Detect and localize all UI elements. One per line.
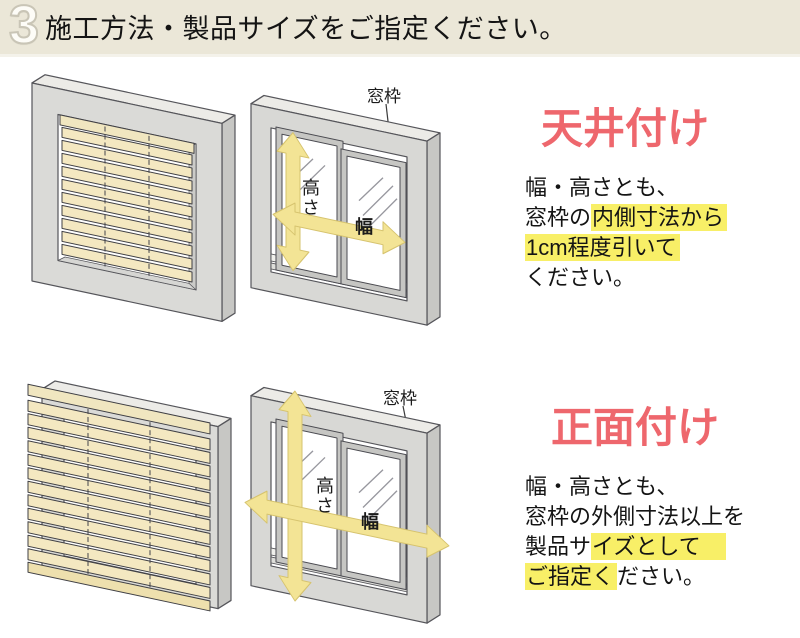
highlighted-text: 1cm程度引いて: [525, 234, 680, 261]
step-number: 3: [8, 0, 40, 55]
blind-slats: [61, 126, 193, 283]
plain-text: 幅・高さとも、: [525, 474, 679, 499]
height-label: 高さ: [300, 178, 320, 218]
frame-side-face: [221, 114, 236, 322]
blind-bottom-rail: [27, 561, 211, 612]
inside-measure-window-illustration: 窓枠 高さ 幅: [243, 72, 461, 328]
plain-text: ください。: [525, 265, 636, 290]
instruction-line: 幅・高さとも、: [525, 472, 800, 502]
instruction-line: 窓枠の内側寸法から: [525, 203, 800, 233]
outside-measure-window-drawing: [244, 386, 450, 624]
front-mount-blind-drawing: [27, 380, 232, 612]
instruction-line: 幅・高さとも、: [525, 173, 800, 203]
inside-mount-blind-drawing: [31, 74, 236, 322]
section-instructions: 幅・高さとも、窓枠の外側寸法以上を製品サイズとして ご指定ください。: [525, 472, 800, 592]
section-title: 天井付け: [541, 105, 710, 152]
frame-inner-sill: [57, 256, 197, 291]
plain-text: 幅・高さとも、: [525, 175, 679, 200]
blind-headrail: [59, 114, 195, 154]
blind-ladder-cords: [87, 408, 151, 589]
width-arrow-icon: [272, 202, 406, 255]
inside-measure-window-drawing: [250, 94, 441, 326]
height-arrow-icon: [276, 132, 310, 272]
height-label: 高さ: [314, 476, 334, 516]
highlighted-text: 内側寸法から: [591, 204, 728, 231]
frame-side-face: [426, 424, 441, 624]
blind-slats: [27, 399, 211, 599]
frame-side-face: [217, 417, 232, 610]
section-title: 正面付け: [551, 404, 720, 451]
window-frame-front: [250, 103, 428, 326]
width-arrow-icon: [244, 490, 450, 558]
highlighted-text: ご指定く: [525, 563, 618, 590]
window-frame-label: 窓枠: [383, 389, 417, 408]
instruction-line: 1cm程度引いて: [525, 233, 800, 263]
height-arrow-icon: [278, 390, 312, 602]
plain-text: 製品サ: [525, 534, 592, 559]
instruction-line: 製品サイズとして: [525, 532, 800, 562]
page-title: 施工方法・製品サイズをご指定ください。: [45, 13, 567, 44]
instruction-line: ご指定ください。: [525, 562, 800, 592]
frame-side-face: [426, 132, 441, 326]
width-label: 幅: [355, 217, 373, 237]
plain-text: ださい。: [617, 564, 706, 589]
front-mount-section: 正面付け 幅・高さとも、窓枠の外側寸法以上を製品サイズとして ご指定ください。: [525, 404, 800, 592]
window-frame-label: 窓枠: [367, 87, 401, 106]
front-mount-blind-illustration: [8, 368, 240, 618]
plain-text: 窓枠の外側寸法以上を: [525, 504, 746, 529]
window-frame-front: [250, 395, 428, 624]
inside-mount-blind-illustration: [18, 68, 240, 324]
instruction-line: 窓枠の外側寸法以上を: [525, 502, 800, 532]
glass-reflection-lines: [358, 469, 398, 520]
blind-ladder-cords: [104, 126, 150, 276]
right-sash: [340, 148, 407, 299]
outside-measure-window-illustration: 窓枠 高さ 幅: [243, 372, 465, 636]
instruction-line: ください。: [525, 263, 800, 293]
glass-reflection-lines: [358, 177, 398, 228]
blind-headrail: [27, 383, 211, 435]
highlighted-text: イズとして: [591, 533, 726, 560]
plain-text: 窓枠の: [525, 205, 592, 230]
step-header: 3 施工方法・製品サイズをご指定ください。: [0, 0, 800, 57]
right-sash: [340, 440, 407, 591]
width-label: 幅: [361, 512, 379, 532]
